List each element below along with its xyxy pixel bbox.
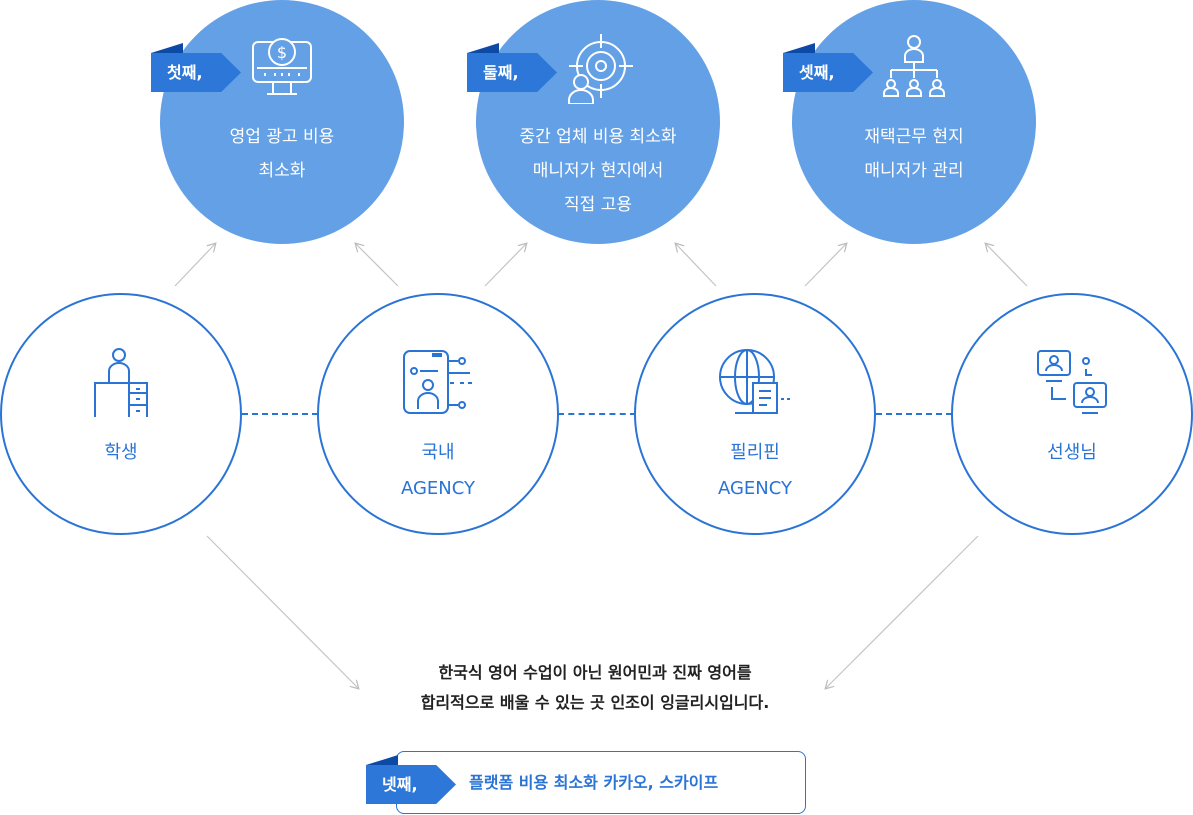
fourth-benefit-text: 플랫폼 비용 최소화 카카오, 스카이프 bbox=[469, 773, 719, 792]
globe-document-icon bbox=[717, 347, 793, 421]
badge-fourth: 넷째, bbox=[366, 765, 456, 804]
student-desk-icon bbox=[91, 347, 151, 421]
dashed-connector bbox=[242, 413, 318, 415]
ribbon-fold bbox=[366, 755, 398, 765]
node-label: 선생님 bbox=[1047, 442, 1097, 463]
org-chart-icon bbox=[881, 32, 947, 108]
benefit-text: 최소화 bbox=[258, 161, 306, 181]
money-monitor-icon: $ bbox=[249, 32, 315, 102]
target-person-icon bbox=[563, 32, 633, 108]
node-teacher: 선생님 bbox=[951, 293, 1193, 535]
benefit-text: 중간 업체 비용 최소화 bbox=[519, 127, 677, 147]
benefit-text: 직접 고용 bbox=[564, 195, 632, 215]
node-student: 학생 bbox=[0, 293, 242, 535]
domestic-agency-icon bbox=[400, 347, 476, 421]
benefit-text: 영업 광고 비용 bbox=[229, 127, 335, 147]
benefit-text: 매니저가 관리 bbox=[864, 161, 964, 181]
summary-line: 합리적으로 배울 수 있는 곳 인조이 잉글리시입니다. bbox=[420, 693, 770, 712]
ribbon-fold bbox=[151, 43, 183, 53]
node-philippine-agency: 필리핀 AGENCY bbox=[634, 293, 876, 535]
video-teacher-icon bbox=[1034, 347, 1110, 421]
summary-message: 한국식 영어 수업이 아닌 원어민과 진짜 영어를 합리적으로 배울 수 있는 … bbox=[350, 658, 840, 718]
node-label: 국내 bbox=[421, 442, 455, 463]
benefit-text: 재택근무 현지 bbox=[864, 127, 964, 147]
summary-line: 한국식 영어 수업이 아닌 원어민과 진짜 영어를 bbox=[438, 663, 752, 682]
dashed-connector bbox=[876, 413, 952, 415]
badge-first: 첫째, bbox=[151, 53, 241, 92]
node-label: AGENCY bbox=[400, 478, 476, 499]
node-label: 필리핀 bbox=[730, 442, 780, 463]
fourth-benefit-box: 플랫폼 비용 최소화 카카오, 스카이프 bbox=[396, 751, 806, 814]
ribbon-fold bbox=[467, 43, 499, 53]
badge-third: 셋째, bbox=[783, 53, 873, 92]
node-label: 학생 bbox=[104, 442, 138, 463]
ribbon-fold bbox=[783, 43, 815, 53]
badge-second: 둘째, bbox=[467, 53, 557, 92]
node-domestic-agency: 국내 AGENCY bbox=[317, 293, 559, 535]
svg-text:$: $ bbox=[277, 43, 287, 62]
benefit-text: 매니저가 현지에서 bbox=[532, 161, 664, 181]
dashed-connector bbox=[558, 413, 636, 415]
node-label: AGENCY bbox=[717, 478, 793, 499]
